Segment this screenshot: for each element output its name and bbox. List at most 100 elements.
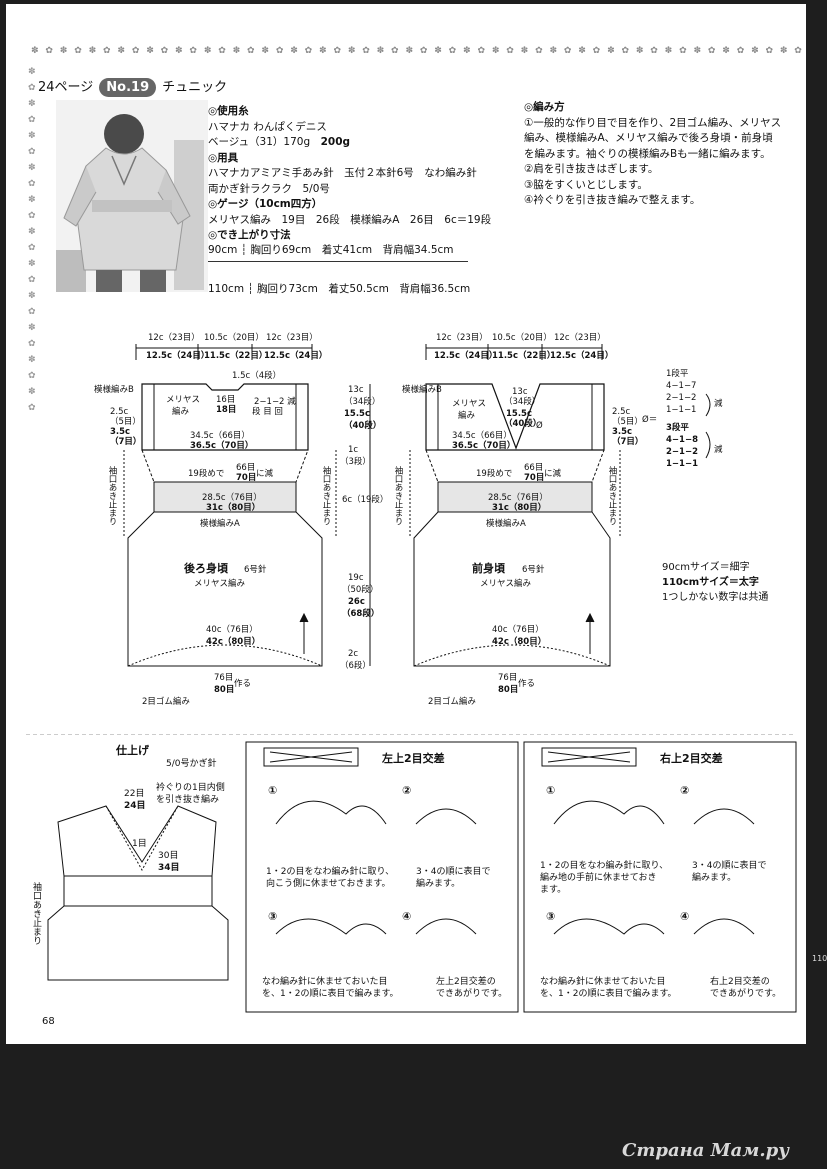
svg-text:2.5c: 2.5c [110, 407, 129, 417]
svg-text:編み地の手前に休ませておき: 編み地の手前に休ませておき [540, 871, 656, 883]
svg-text:12.5c（24目）: 12.5c（24目） [146, 350, 209, 361]
svg-text:④: ④ [680, 910, 689, 923]
svg-text:（34段）: （34段） [504, 396, 540, 407]
svg-text:ます。: ます。 [540, 884, 566, 895]
svg-text:11.5c（22目）: 11.5c（22目） [492, 350, 555, 361]
svg-text:②: ② [680, 784, 689, 797]
svg-text:2目ゴム編み: 2目ゴム編み [142, 696, 190, 707]
svg-text:（5目）: （5目） [612, 416, 643, 427]
svg-text:31c（80目）: 31c（80目） [492, 502, 546, 513]
yarn-name: ハマナカ わんぱくデニス [208, 120, 327, 133]
gauge-line: メリヤス編み 19目 26段 模様編みA 26目 6c＝19段 [208, 213, 492, 226]
svg-text:76目: 76目 [498, 673, 517, 683]
svg-text:作る: 作る [518, 678, 535, 689]
svg-text:13c: 13c [348, 385, 364, 395]
svg-text:袖口あき止まり: 袖口あき止まり [107, 465, 117, 525]
svg-text:66目: 66目 [236, 463, 255, 473]
svg-text:メリヤス: メリヤス [166, 395, 200, 405]
back-top-measure: 12c（23目） [148, 332, 200, 343]
svg-text:メリヤス: メリヤス [452, 399, 486, 409]
svg-text:12c（23目）: 12c（23目） [266, 332, 318, 343]
svg-text:①: ① [546, 784, 555, 797]
svg-text:22目: 22目 [124, 788, 144, 799]
svg-text:（68段）: （68段） [342, 608, 379, 619]
page-number: 68 [42, 1016, 55, 1027]
size-legend: 90cmサイズ＝細字 110cmサイズ＝太字 1つしかない数字は共通 [662, 562, 769, 603]
svg-text:80目: 80目 [498, 685, 518, 695]
cross-left-title: 左上2目交差 [381, 751, 445, 765]
svg-text:（5目）: （5目） [110, 416, 141, 427]
svg-text:に減: に減 [256, 468, 274, 479]
cross-right-title: 右上2目交差 [659, 751, 723, 765]
svg-text:メリヤス編み: メリヤス編み [194, 578, 246, 589]
svg-text:（7目）: （7目） [612, 436, 643, 447]
svg-text:②: ② [402, 784, 411, 797]
svg-text:模様編みA: 模様編みA [486, 518, 526, 529]
svg-text:Ø＝: Ø＝ [642, 414, 657, 425]
instruction-line: ①一般的な作り目で目を作り、2目ゴム編み、メリヤス [524, 116, 782, 129]
svg-text:18目: 18目 [216, 405, 236, 415]
instruction-line: ④衿ぐりを引き抜き編みで整えます。 [524, 194, 701, 206]
instructions-block: ◎編み方 ①一般的な作り目で目を作り、2目ゴム編み、メリヤス 編み、模様編みA、… [524, 100, 794, 209]
instruction-line: を編みます。袖ぐりの模様編みBも一緒に編みます。 [524, 147, 771, 160]
svg-text:なわ編み針に休ませておいた目: なわ編み針に休ませておいた目 [540, 975, 665, 987]
svg-text:10.5c（20目）: 10.5c（20目） [204, 332, 264, 343]
svg-text:後ろ身頃: 後ろ身頃 [184, 561, 229, 575]
svg-text:42c（80目）: 42c（80目） [492, 636, 546, 647]
finishing-and-cable-diagrams: 仕上げ 5/0号かぎ針 衿ぐりの1目内側 を引き抜き編み 22目 24目 1目 … [26, 734, 797, 1013]
svg-text:19段めで: 19段めで [476, 468, 512, 479]
svg-text:④: ④ [402, 910, 411, 923]
svg-text:42c（80目）: 42c（80目） [206, 636, 260, 647]
svg-text:左上2目交差の: 左上2目交差の [436, 975, 496, 987]
svg-text:前身頃: 前身頃 [472, 561, 506, 575]
model-photo [56, 100, 208, 292]
svg-text:右上2目交差の: 右上2目交差の [710, 975, 770, 987]
svg-text:③: ③ [546, 910, 555, 923]
svg-text:34.5c（66目）: 34.5c（66目） [190, 430, 250, 441]
svg-text:1段平: 1段平 [666, 368, 689, 379]
svg-text:Ø: Ø [536, 420, 543, 431]
svg-text:模様編みB: 模様編みB [402, 384, 442, 395]
svg-text:76目: 76目 [214, 673, 233, 683]
svg-text:できあがりです。: できあがりです。 [710, 987, 781, 999]
svg-text:減: 減 [714, 398, 723, 409]
tools-heading: ◎用具 [208, 151, 239, 164]
svg-text:36.5c（70目）: 36.5c（70目） [452, 440, 515, 451]
svg-text:12.5c（24目）: 12.5c（24目） [434, 350, 497, 361]
size-row: 110cm ┆ 胸回り73cm 着丈50.5cm 背肩幅36.5cm [208, 283, 471, 295]
svg-text:（50段）: （50段） [342, 584, 378, 595]
svg-text:を、1・2の順に表目で編みます。: を、1・2の順に表目で編みます。 [540, 987, 677, 999]
svg-text:（34段）: （34段） [344, 396, 380, 407]
svg-text:2c: 2c [348, 649, 358, 659]
svg-text:40c（76目）: 40c（76目） [492, 624, 544, 635]
gauge-heading: ◎ゲージ（10cm四方） [208, 198, 323, 210]
svg-text:4−1−8: 4−1−8 [666, 435, 698, 445]
svg-text:袖口あき止まり: 袖口あき止まり [321, 465, 331, 525]
svg-text:1−1−1: 1−1−1 [666, 405, 696, 415]
svg-text:34.5c（66目）: 34.5c（66目） [452, 430, 512, 441]
svg-text:に減: に減 [544, 468, 562, 479]
svg-text:6c（19段）: 6c（19段） [342, 494, 388, 505]
svg-text:11.5c（22目）: 11.5c（22目） [204, 350, 267, 361]
svg-text:31c（80目）: 31c（80目） [206, 502, 260, 513]
finishing-title: 仕上げ [115, 743, 150, 757]
svg-text:減: 減 [714, 444, 723, 455]
svg-text:作る: 作る [234, 678, 251, 689]
svg-text:24目: 24目 [124, 800, 146, 811]
tools-line: 両かぎ針ラクラク 5/0号 [208, 182, 330, 195]
svg-text:15.5c: 15.5c [506, 409, 532, 419]
svg-text:向こう側に休ませておきます。: 向こう側に休ませておきます。 [266, 877, 391, 889]
svg-text:メリヤス編み: メリヤス編み [480, 578, 532, 589]
svg-text:28.5c（76目）: 28.5c（76目） [202, 492, 262, 503]
dotted-border: ✽ ✿ ✽ ✿ ✽ ✿ ✽ ✿ ✽ ✿ ✽ ✿ ✽ ✿ ✽ ✿ ✽ ✿ ✽ ✿ … [31, 46, 806, 56]
dotted-border-vertical: ✽✿✽✿✽✿✽✿✽✿✽✿✽✿✽✿✽✿✽✿✽✿ [28, 67, 36, 413]
garment-schematics: 12c（23目） 10.5c（20目） 12c（23目） 12.5c（24目） … [94, 332, 723, 707]
svg-text:1目: 1目 [132, 838, 147, 849]
svg-text:66目: 66目 [524, 463, 543, 473]
svg-text:19段めで: 19段めで [188, 468, 224, 479]
svg-text:なわ編み針に休ませておいた目: なわ編み針に休ませておいた目 [262, 975, 387, 987]
svg-text:16目: 16目 [216, 395, 235, 405]
svg-text:3・4の順に表目で: 3・4の順に表目で [416, 865, 490, 877]
yarn-heading: ◎使用糸 [208, 105, 249, 117]
